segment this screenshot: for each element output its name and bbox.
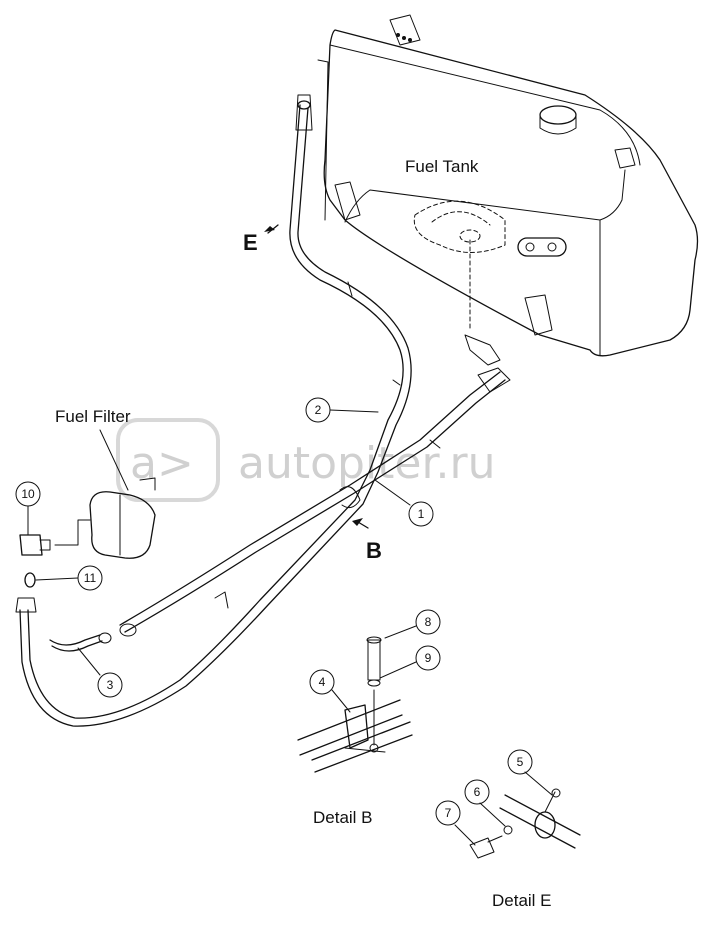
callout-4-text: 4 bbox=[319, 675, 326, 689]
fuel-filter: Fuel Filter bbox=[54, 407, 156, 559]
callout-5-text: 5 bbox=[517, 755, 524, 769]
arrow-e-label: E bbox=[243, 230, 258, 255]
callout-11-text: 11 bbox=[84, 571, 97, 585]
arrow-b-label: B bbox=[366, 538, 382, 563]
watermark-logo-box bbox=[116, 418, 220, 502]
callout-7-text: 7 bbox=[445, 806, 452, 820]
callout-4: 4 bbox=[309, 669, 351, 713]
callout-2-text: 2 bbox=[315, 403, 322, 417]
watermark-logo: a> bbox=[130, 438, 194, 489]
callout-7: 7 bbox=[435, 800, 476, 846]
fuel-tank-label: Fuel Tank bbox=[405, 157, 479, 176]
callout-5: 5 bbox=[507, 749, 553, 796]
callout-1-text: 1 bbox=[418, 507, 425, 521]
callout-10-text: 10 bbox=[21, 487, 35, 501]
arrow-e: E bbox=[243, 224, 279, 255]
detail-b: Detail B bbox=[297, 636, 413, 827]
feed-hose-1 bbox=[119, 334, 511, 637]
callout-10: 10 bbox=[15, 481, 41, 533]
callout-9-text: 9 bbox=[425, 651, 432, 665]
callout-1: 1 bbox=[374, 479, 434, 527]
fuel-filter-label: Fuel Filter bbox=[55, 407, 131, 426]
callout-6-text: 6 bbox=[474, 785, 481, 799]
callout-2: 2 bbox=[305, 397, 379, 423]
fitting-10 bbox=[19, 509, 51, 556]
return-hose-2 bbox=[15, 59, 412, 727]
arrow-b: B bbox=[352, 518, 382, 563]
detail-e-label: Detail E bbox=[492, 891, 552, 910]
callout-9: 9 bbox=[379, 645, 441, 679]
hose-3 bbox=[49, 632, 112, 652]
callout-8-text: 8 bbox=[425, 615, 432, 629]
detail-e: Detail E bbox=[469, 788, 581, 910]
detail-b-label: Detail B bbox=[313, 808, 373, 827]
o-ring-11 bbox=[24, 572, 36, 588]
callout-8: 8 bbox=[384, 609, 441, 639]
callout-11: 11 bbox=[35, 565, 103, 591]
watermark-site: autopiter.ru bbox=[238, 438, 496, 489]
callout-6: 6 bbox=[464, 779, 506, 827]
callout-3-text: 3 bbox=[107, 678, 114, 692]
watermark: a> autopiter.ru bbox=[116, 418, 496, 502]
callout-3: 3 bbox=[77, 647, 123, 698]
fuel-tank: Fuel Tank bbox=[323, 14, 699, 357]
